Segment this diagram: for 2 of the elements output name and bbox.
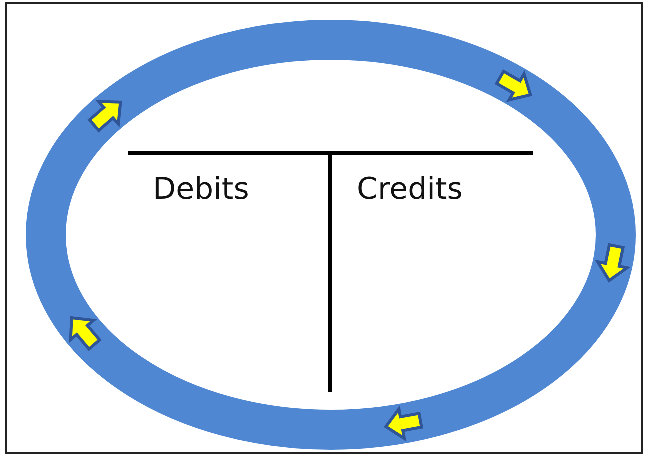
account-side-label: Debits xyxy=(153,172,250,207)
account-side-label: Credits xyxy=(357,172,463,207)
